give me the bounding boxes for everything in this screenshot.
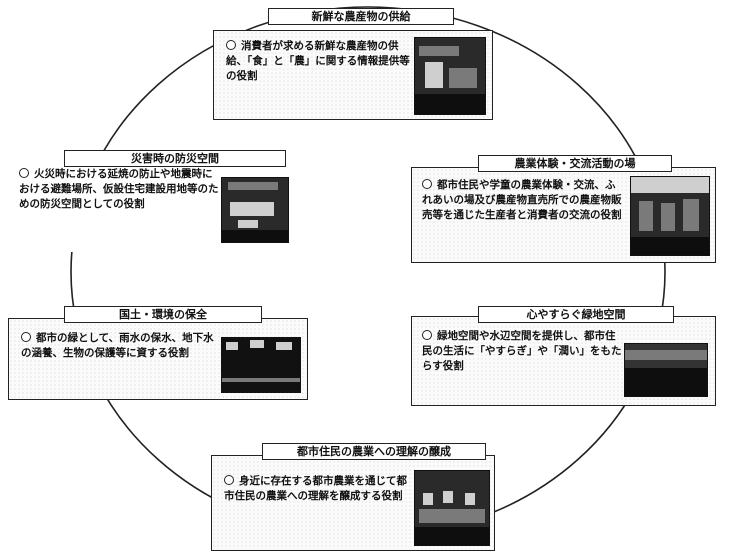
bullet-icon <box>422 179 432 189</box>
panel-title-green-space: 心やすらぐ緑地空間 <box>478 306 674 323</box>
panel-land-environment: 都市の緑として、雨水の保水、地下水の涵養、生物の保護等に資する役割 <box>8 318 308 400</box>
panel-text: 都市住民や学童の農業体験・交流、ふれあいの場及び農産物直売所での農産物販売等を通… <box>422 178 622 223</box>
panel-farm-experience: 都市住民や学童の農業体験・交流、ふれあいの場及び農産物直売所での農産物販売等を通… <box>411 167 716 263</box>
photo-market-icon <box>414 37 486 115</box>
panel-title-fresh-produce: 新鮮な農産物の供給 <box>268 8 454 25</box>
panel-title-land-environment: 国土・環境の保全 <box>64 306 262 323</box>
photo-farm-experience-icon <box>630 176 710 256</box>
photo-landscape-icon <box>624 343 708 397</box>
photo-green-field-icon <box>221 337 301 393</box>
bullet-icon <box>21 332 31 342</box>
panel-text: 都市の緑として、雨水の保水、地下水の涵養、生物の保護等に資する役割 <box>21 331 215 361</box>
panel-text-content: 身近に存在する都市農業を通じて都市住民の農業への理解を醸成する役割 <box>224 475 407 502</box>
bullet-icon <box>19 168 29 178</box>
panel-text: 火災時における延焼の防止や地震時における避難場所、仮設住宅建設用地等のための防災… <box>19 167 219 212</box>
panel-title-disaster-space: 災害時の防災空間 <box>64 150 286 167</box>
bullet-icon <box>226 40 236 50</box>
panel-public-understanding: 身近に存在する都市農業を通じて都市住民の農業への理解を醸成する役割 <box>211 455 495 551</box>
panel-text: 消費者が求める新鮮な農産物の供給、「食」と「農」に関する情報提供等の役割 <box>226 39 411 84</box>
panel-text-content: 都市住民や学童の農業体験・交流、ふれあいの場及び農産物直売所での農産物販売等を通… <box>422 179 622 221</box>
photo-students-icon <box>414 470 490 546</box>
panel-title-farm-experience: 農業体験・交流活動の場 <box>478 155 672 172</box>
panel-text-content: 緑地空間や水辺空間を提供し、都市住民の生活に「やすらぎ」や「潤い」をもたらす役割 <box>422 330 622 372</box>
panel-green-space: 緑地空間や水辺空間を提供し、都市住民の生活に「やすらぎ」や「潤い」をもたらす役割 <box>411 316 716 406</box>
panel-disaster-space: 火災時における延焼の防止や地震時における避難場所、仮設住宅建設用地等のための防災… <box>8 162 298 252</box>
photo-disaster-sign-icon <box>221 177 289 243</box>
panel-text: 緑地空間や水辺空間を提供し、都市住民の生活に「やすらぎ」や「潤い」をもたらす役割 <box>422 329 622 374</box>
panel-fresh-produce: 消費者が求める新鮮な農産物の供給、「食」と「農」に関する情報提供等の役割 <box>213 30 493 120</box>
panel-text-content: 都市の緑として、雨水の保水、地下水の涵養、生物の保護等に資する役割 <box>21 332 214 359</box>
panel-title-public-understanding: 都市住民の農業への理解の醸成 <box>262 443 486 460</box>
panel-text-content: 消費者が求める新鮮な農産物の供給、「食」と「農」に関する情報提供等の役割 <box>226 40 410 82</box>
bullet-icon <box>422 330 432 340</box>
bullet-icon <box>224 475 234 485</box>
panel-text-content: 火災時における延焼の防止や地震時における避難場所、仮設住宅建設用地等のための防災… <box>19 168 219 210</box>
panel-text: 身近に存在する都市農業を通じて都市住民の農業への理解を醸成する役割 <box>224 474 410 504</box>
